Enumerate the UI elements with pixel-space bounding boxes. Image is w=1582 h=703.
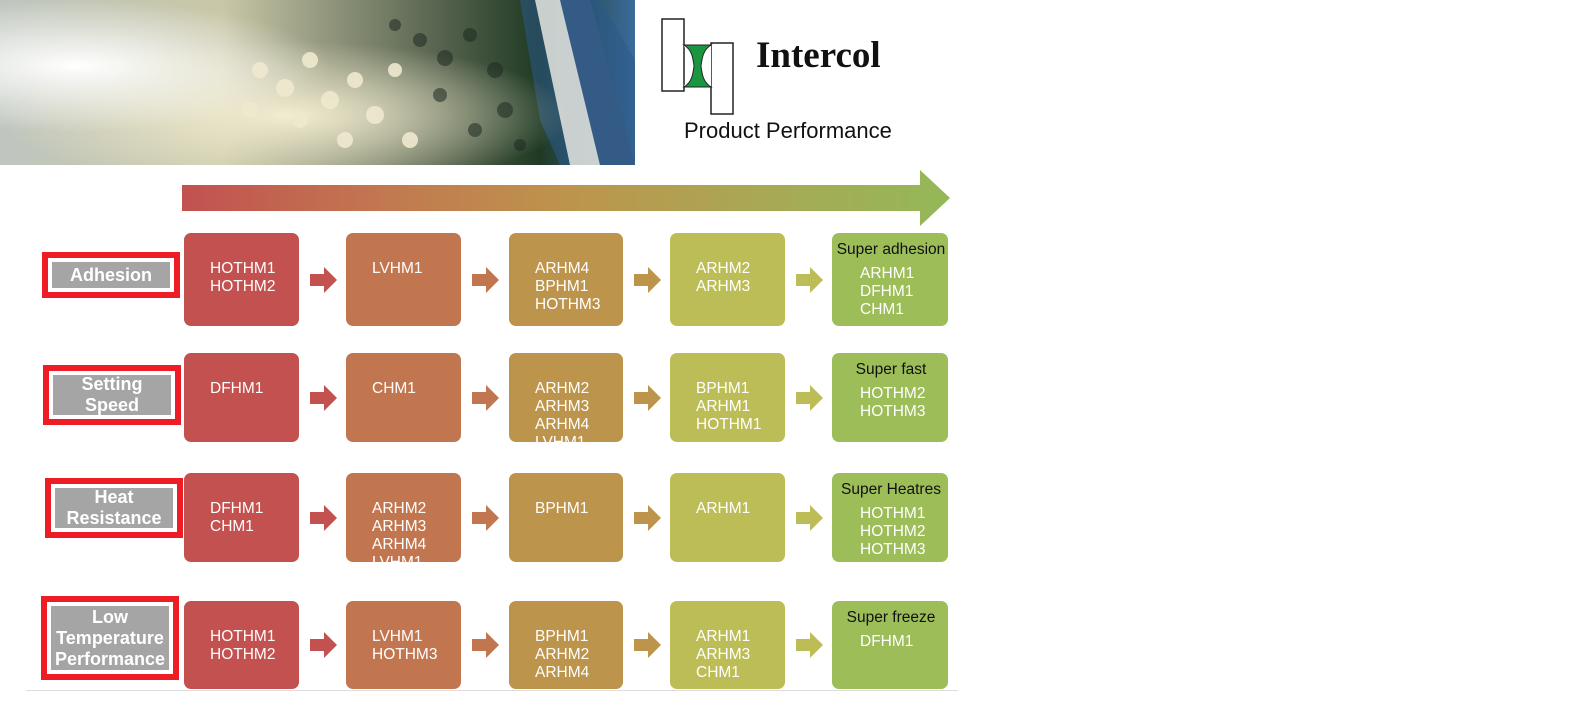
next-stage-arrow-icon (633, 632, 661, 658)
product-code: DFHM1 (210, 380, 264, 397)
product-code: BPHM1 (535, 500, 589, 517)
stage-title: Super fast (855, 361, 927, 378)
next-stage-arrow-icon (795, 266, 823, 293)
product-code: CHM1 (696, 664, 740, 681)
stage-4-cell: ARHM1 (670, 473, 785, 562)
product-code: ARHM4 (535, 664, 590, 681)
row-label-heat-resistance: Heat Resistance (45, 478, 183, 538)
stage-title: Super adhesion (836, 241, 946, 258)
product-code: ARHM4 (372, 536, 427, 553)
product-code: ARHM2 (372, 500, 427, 517)
stage-title: Super Heatres (841, 481, 941, 498)
product-code: LVHM1 (372, 260, 423, 277)
page-subtitle: Product Performance (684, 118, 892, 143)
product-code: ARHM2 (535, 646, 590, 663)
product-code: LVHM1 (372, 628, 423, 645)
product-code: DFHM1 (860, 633, 914, 650)
product-code: HOTHM2 (210, 278, 276, 295)
product-code: CHM1 (860, 301, 904, 318)
product-code: ARHM2 (535, 380, 590, 397)
product-code: ARHM3 (696, 646, 751, 663)
row-label-text: Heat Resistance (55, 487, 173, 528)
product-code: HOTHM2 (860, 523, 926, 540)
product-code: HOTHM3 (860, 403, 926, 420)
row-label-low-temperature-performance: Low Temperature Performance (41, 596, 179, 680)
next-stage-arrow-icon (309, 384, 337, 411)
stage-title: Super freeze (846, 609, 936, 626)
product-code: DFHM1 (860, 283, 914, 300)
product-code: LVHM1 (372, 554, 423, 571)
next-stage-arrow-icon (472, 632, 499, 658)
row-label-text: Setting Speed (53, 374, 171, 415)
product-code: HOTHM3 (535, 296, 601, 313)
product-code: BPHM1 (696, 380, 750, 397)
product-code: HOTHM1 (696, 416, 762, 433)
product-code: ARHM4 (535, 416, 590, 433)
product-code: ARHM4 (535, 260, 590, 277)
next-stage-arrow-icon (633, 504, 661, 531)
product-code: ARHM2 (696, 260, 751, 277)
next-stage-arrow-icon (309, 266, 337, 293)
next-stage-arrow-icon (309, 632, 337, 658)
product-code: ARHM1 (696, 628, 751, 645)
next-stage-arrow-icon (795, 384, 823, 411)
product-code: CHM1 (210, 518, 254, 535)
product-code: HOTHM3 (372, 646, 438, 663)
row-label-text: Adhesion (52, 262, 170, 288)
next-stage-arrow-icon (795, 504, 823, 531)
product-code: HOTHM3 (860, 541, 926, 558)
bottom-divider (26, 690, 958, 691)
product-code: CHM1 (372, 380, 416, 397)
next-stage-arrow-icon (309, 504, 337, 531)
product-code: BPHM1 (535, 278, 589, 295)
intercol-logo-icon (660, 18, 735, 116)
product-code: ARHM3 (372, 518, 427, 535)
product-code: HOTHM1 (210, 260, 276, 277)
header-photo (0, 0, 635, 165)
next-stage-arrow-icon (472, 266, 499, 293)
product-code: BPHM1 (535, 628, 589, 645)
product-code: DFHM1 (210, 500, 264, 517)
pellets-photo (0, 0, 635, 165)
row-label-adhesion: Adhesion (42, 252, 180, 298)
performance-gradient-arrow (182, 168, 952, 230)
stage-2-cell: CHM1 (346, 353, 461, 442)
next-stage-arrow-icon (633, 266, 661, 293)
product-code: HOTHM1 (210, 628, 276, 645)
product-code: HOTHM2 (860, 385, 926, 402)
stage-1-cell: DFHM1 (184, 353, 299, 442)
next-stage-arrow-icon (795, 632, 823, 658)
product-code: ARHM3 (696, 278, 751, 295)
product-code: ARHM1 (696, 500, 751, 517)
next-stage-arrow-icon (472, 384, 499, 411)
stage-3-cell: BPHM1 (509, 473, 623, 562)
product-code: ARHM1 (860, 265, 915, 282)
stage-2-cell: LVHM1 (346, 233, 461, 326)
row-label-setting-speed: Setting Speed (43, 365, 181, 425)
brand-name: Intercol (756, 35, 881, 76)
product-code: ARHM3 (535, 398, 590, 415)
product-code: HOTHM1 (860, 505, 926, 522)
product-code: ARHM1 (696, 398, 751, 415)
product-code: HOTHM2 (210, 646, 276, 663)
row-label-text: Low Temperature Performance (51, 606, 169, 670)
product-code: LVHM1 (535, 434, 586, 451)
next-stage-arrow-icon (472, 504, 499, 531)
next-stage-arrow-icon (633, 384, 661, 411)
